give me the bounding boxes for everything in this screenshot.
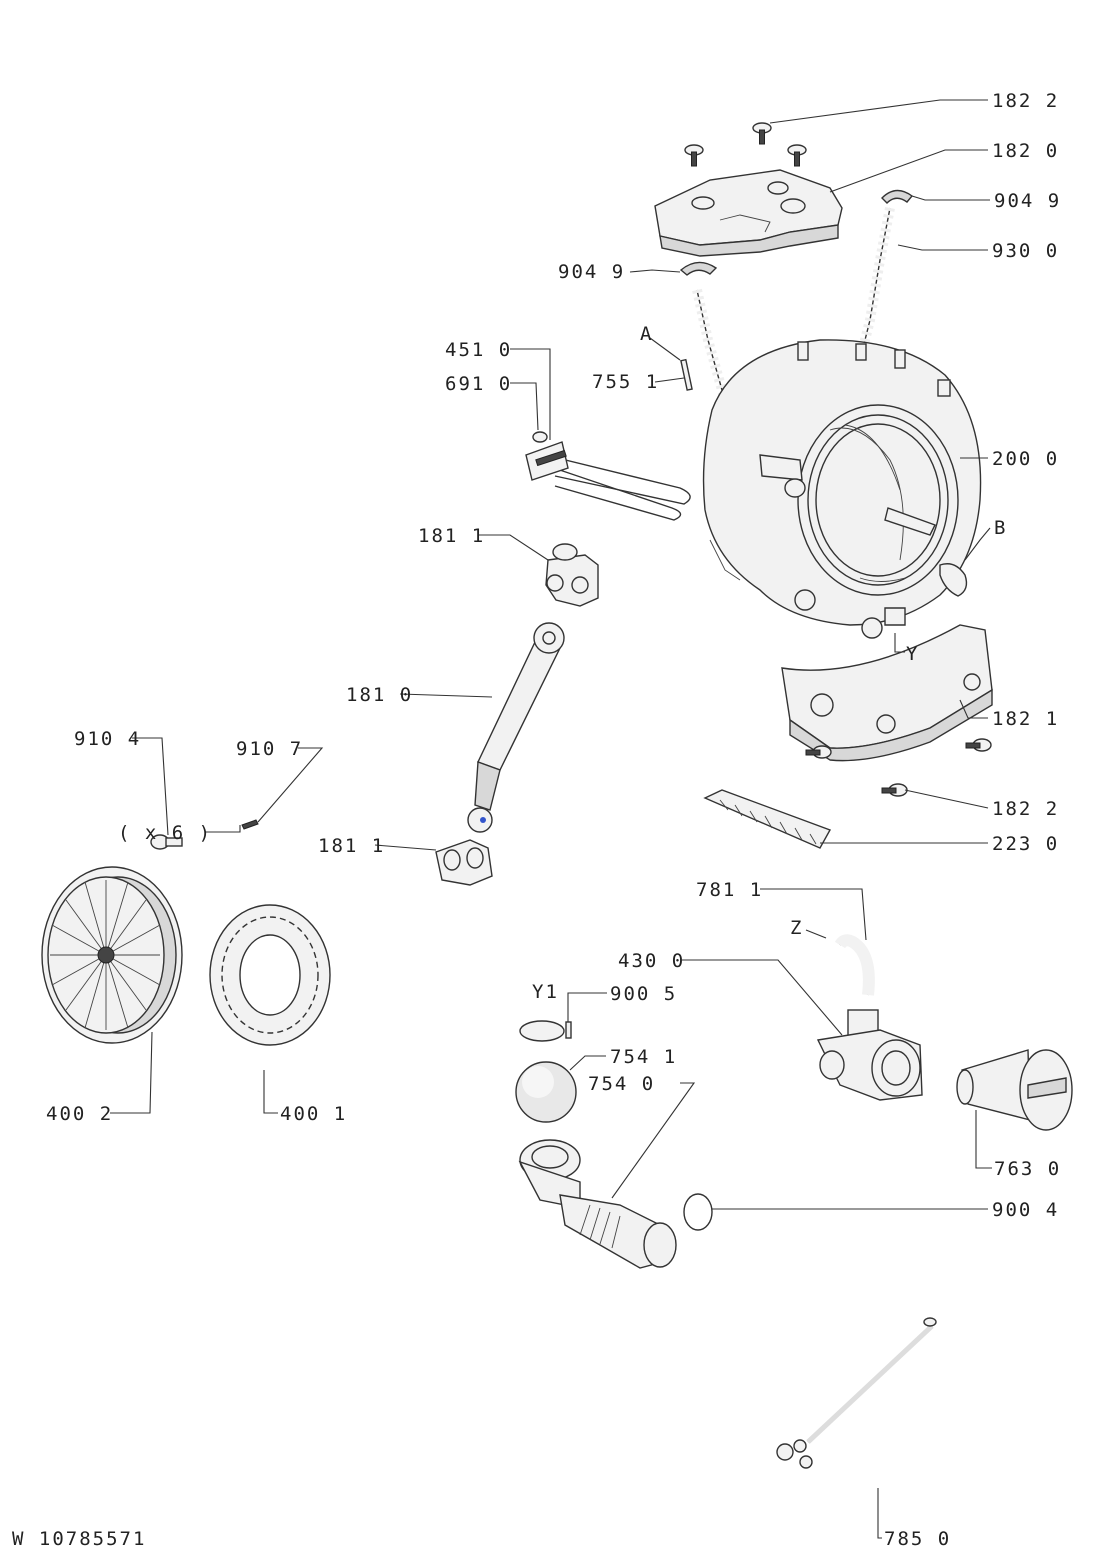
callout-785-0: 785 0 xyxy=(884,1528,951,1550)
callout-182-2-top: 182 2 xyxy=(992,90,1059,112)
sump-hose xyxy=(518,1139,677,1269)
callout-200-0: 200 0 xyxy=(992,448,1059,470)
callout-A: A xyxy=(640,323,653,345)
shock-absorber xyxy=(467,622,565,833)
callout-910-4: 910 4 xyxy=(74,728,141,750)
callout-430-0: 430 0 xyxy=(618,950,685,972)
ventilation-grille xyxy=(703,789,832,849)
callout-451-0: 451 0 xyxy=(445,339,512,361)
bottom-counterweight xyxy=(781,624,993,762)
hose-clamp-left xyxy=(679,261,718,276)
inlet-hose xyxy=(776,1317,937,1469)
rotor xyxy=(41,866,183,1044)
heating-element xyxy=(525,431,691,521)
bottom-screws xyxy=(805,738,992,797)
callout-181-1-upper: 181 1 xyxy=(418,525,485,547)
callout-B: B xyxy=(994,517,1007,539)
document-code: W 10785571 xyxy=(12,1528,146,1550)
callout-182-2-bottom: 182 2 xyxy=(992,798,1059,820)
callout-904-9-left: 904 9 xyxy=(558,261,625,283)
shock-bracket-upper xyxy=(545,543,599,607)
pin xyxy=(680,358,693,391)
washer-tub xyxy=(702,339,982,639)
screw-910-7 xyxy=(241,819,259,830)
callout-223-0: 223 0 xyxy=(992,833,1059,855)
callout-930-0: 930 0 xyxy=(992,240,1059,262)
hose-clamp-ring xyxy=(683,1193,713,1231)
callout-Z: Z xyxy=(790,917,803,939)
callout-755-1: 755 1 xyxy=(592,371,659,393)
leader-lines xyxy=(110,99,992,1539)
callout-754-1: 754 1 xyxy=(610,1046,677,1068)
callout-400-2: 400 2 xyxy=(46,1103,113,1125)
callout-Y-tub: Y xyxy=(906,643,919,665)
callout-181-0: 181 0 xyxy=(346,684,413,706)
stator xyxy=(209,904,331,1046)
shock-bracket-lower xyxy=(435,839,493,886)
callout-182-1: 182 1 xyxy=(992,708,1059,730)
callout-754-0: 754 0 xyxy=(588,1073,655,1095)
callout-181-1-lower: 181 1 xyxy=(318,835,385,857)
callout-labels: 182 2 182 0 904 9 930 0 904 9 A 451 0 69… xyxy=(12,90,1061,1550)
hose-clamp-right xyxy=(881,189,914,204)
callout-x6: ( x 6 ) xyxy=(118,822,212,844)
ball-valve-parts xyxy=(515,1020,577,1123)
callout-691-0: 691 0 xyxy=(445,373,512,395)
callout-182-0: 182 0 xyxy=(992,140,1059,162)
pump-hose xyxy=(834,934,875,996)
pump-filter xyxy=(956,1049,1073,1131)
callout-781-1: 781 1 xyxy=(696,879,763,901)
callout-904-9-right: 904 9 xyxy=(994,190,1061,212)
callout-763-0: 763 0 xyxy=(994,1158,1061,1180)
drain-pump xyxy=(816,1009,923,1101)
top-counterweight xyxy=(654,169,843,257)
callout-Y1: Y1 xyxy=(532,981,559,1003)
callout-900-4: 900 4 xyxy=(992,1199,1059,1221)
callout-910-7: 910 7 xyxy=(236,738,303,760)
corrugated-hose-right xyxy=(855,207,895,362)
screw-910-4 xyxy=(150,834,183,850)
callout-900-5: 900 5 xyxy=(610,983,677,1005)
callout-400-1: 400 1 xyxy=(280,1103,347,1125)
top-screws xyxy=(684,122,807,167)
